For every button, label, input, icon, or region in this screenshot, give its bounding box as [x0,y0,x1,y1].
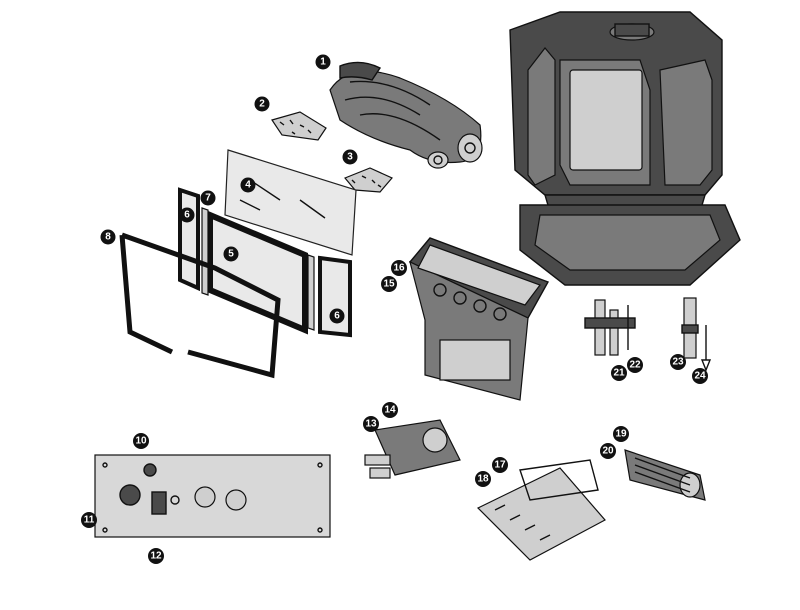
callout-17: 17 [492,457,508,473]
callout-22: 22 [627,357,643,373]
ember-bag [271,111,327,141]
callout-22-label: 22 [629,360,641,371]
callout-18: 18 [475,471,491,487]
callout-19: 19 [613,426,629,442]
callout-18-label: 18 [477,474,489,485]
glass-panel [224,149,357,256]
side-glass-left [178,187,200,292]
callout-16: 16 [391,260,407,276]
callout-15: 15 [381,276,397,292]
callout-24-label: 24 [694,371,706,382]
heat-shield [476,459,606,561]
callout-17-label: 17 [494,460,506,471]
callout-10-label: 10 [135,436,147,447]
control-panel [94,454,331,538]
callout-2-label: 2 [259,99,265,110]
callout-12-label: 12 [150,551,162,562]
callout-19-label: 19 [615,429,627,440]
callout-5: 5 [223,246,239,262]
callout-21: 21 [611,365,627,381]
log-set [329,61,483,169]
callout-12: 12 [148,548,164,564]
callout-11-label: 11 [84,515,95,526]
callout-2: 2 [254,96,270,112]
callout-1: 1 [315,54,331,70]
gas-valve [364,419,461,479]
callout-21-label: 21 [613,368,625,379]
callout-20-label: 20 [602,446,614,457]
callout-13: 13 [363,416,379,432]
callout-11: 11 [81,512,97,528]
callout-10: 10 [133,433,149,449]
burner-box [408,237,550,401]
callout-4: 4 [240,177,256,193]
callout-6-right: 6 [329,308,345,324]
callout-14-label: 14 [384,405,396,416]
callout-20: 20 [600,443,616,459]
callout-15-label: 15 [383,279,395,290]
callout-4-label: 4 [245,180,251,191]
callout-3: 3 [342,149,358,165]
callout-14: 14 [382,402,398,418]
callout-1-label: 1 [320,57,326,68]
door-gasket [119,232,281,379]
callout-23: 23 [670,354,686,370]
side-glass-right [318,255,352,338]
callout-23-label: 23 [672,357,684,368]
pilot-assembly [584,299,636,356]
callout-16-label: 16 [393,263,405,274]
thermocouple [681,297,712,372]
callout-5-label: 5 [228,249,234,260]
callout-7-label: 7 [205,193,211,204]
callout-3-label: 3 [347,152,353,163]
callout-24: 24 [692,368,708,384]
side-strip [201,207,315,331]
callout-7: 7 [200,190,216,206]
stove-body [509,11,741,286]
blower [624,449,706,501]
callout-6-left: 6 [179,207,195,223]
callout-8: 8 [100,229,116,245]
ember-pad [344,167,393,193]
callout-8-label: 8 [105,232,111,243]
callout-13-label: 13 [365,419,377,430]
callout-6-right-label: 6 [334,311,340,322]
callout-6-left-label: 6 [184,210,190,221]
